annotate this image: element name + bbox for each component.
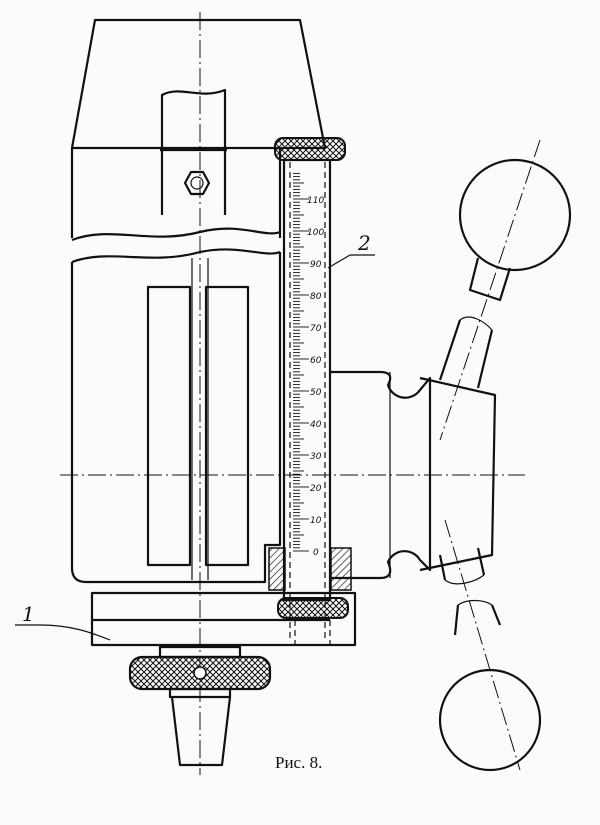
clamp-knob — [128, 645, 272, 767]
figure-caption: Рис. 8. — [275, 753, 322, 772]
head-housing — [70, 18, 327, 584]
scale-label: 50 — [310, 388, 322, 398]
upper-handle — [438, 158, 572, 389]
callout-2-label: 2 — [357, 231, 371, 255]
callout-1: 1 — [15, 602, 111, 641]
scale-label: 70 — [310, 324, 322, 334]
scale-label: 0 — [313, 548, 319, 558]
depth-scale-tube — [268, 137, 352, 640]
scale-label: 80 — [310, 292, 322, 302]
scale-label: 100 — [307, 228, 324, 238]
callout-1-label: 1 — [22, 602, 35, 626]
scale-label: 90 — [310, 260, 322, 270]
callout-2: 2 — [327, 231, 375, 269]
scale-label: 40 — [310, 420, 322, 430]
scale-label: 10 — [310, 516, 322, 526]
scale-label: 20 — [310, 484, 322, 494]
handwheel-hub — [330, 370, 497, 580]
upper-handle-axis — [439, 139, 541, 441]
lower-handle — [438, 547, 542, 772]
scale-label: 60 — [310, 356, 322, 366]
base-plate — [90, 591, 357, 647]
scale-label: 30 — [310, 452, 322, 462]
clamp-nut-icon — [183, 170, 211, 196]
scale-label: 110 — [307, 196, 324, 206]
